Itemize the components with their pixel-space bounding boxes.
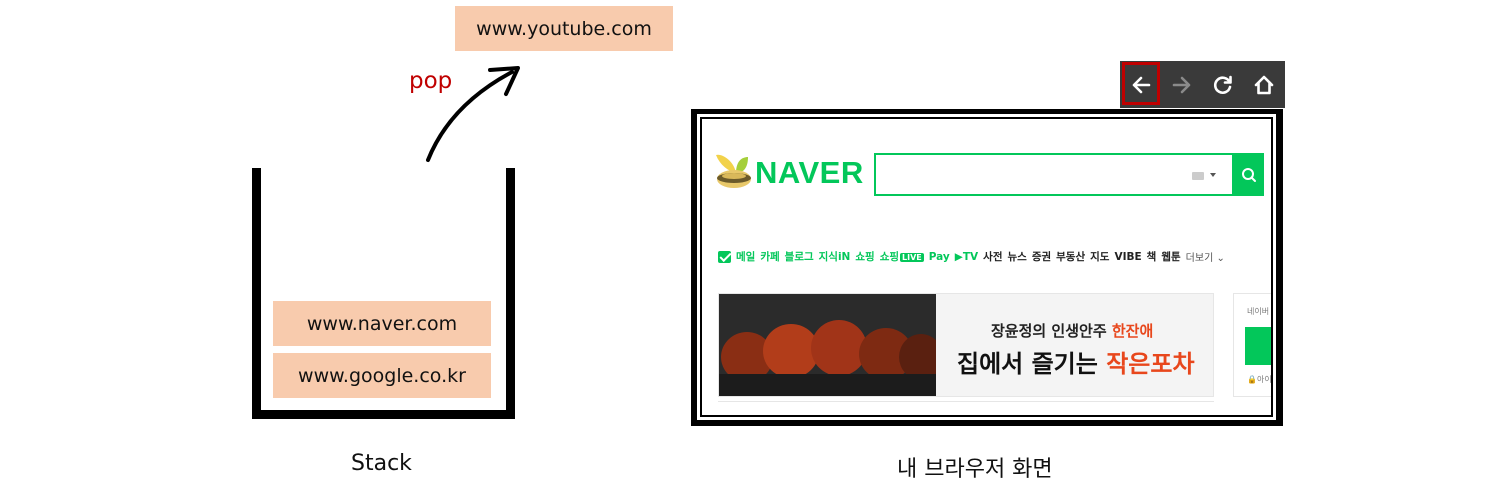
- stack-caption: Stack: [351, 451, 412, 476]
- nav-tv[interactable]: ▶TV: [954, 250, 979, 263]
- nav-mail[interactable]: 메일: [736, 251, 756, 263]
- nav-stock[interactable]: 증권: [1031, 251, 1052, 263]
- nav-blog[interactable]: 블로그: [784, 251, 814, 263]
- naver-search-button[interactable]: [1234, 153, 1264, 196]
- home-button[interactable]: [1243, 61, 1284, 108]
- nav-webtoon[interactable]: 웹툰: [1161, 251, 1181, 263]
- stack-item-naver: www.naver.com: [273, 301, 491, 346]
- banner-tagline: 집에서 즐기는 작은포차: [957, 344, 1195, 379]
- popped-url-box: www.youtube.com: [455, 6, 673, 51]
- banner-highlight: 작은포차: [1106, 350, 1195, 378]
- forward-button[interactable]: [1161, 61, 1202, 108]
- naver-logo[interactable]: NAVER: [755, 155, 864, 190]
- stack-item-google: www.google.co.kr: [273, 353, 491, 398]
- nav-more[interactable]: 더보기 ⌄: [1185, 253, 1225, 264]
- back-button-highlight: [1122, 62, 1160, 105]
- back-button[interactable]: [1120, 61, 1161, 108]
- refresh-button[interactable]: [1202, 61, 1243, 108]
- login-button[interactable]: [1245, 327, 1271, 365]
- banner-brand: 한잔애: [1111, 322, 1154, 340]
- login-sub-link[interactable]: 🔒아이: [1247, 374, 1272, 385]
- login-label: 네이버: [1247, 307, 1270, 316]
- nav-shopping-live-label: 쇼핑: [879, 251, 900, 263]
- caret-down-icon[interactable]: [1210, 173, 1216, 177]
- nav-kin[interactable]: 지식iN: [818, 251, 851, 263]
- mail-icon[interactable]: [718, 250, 731, 263]
- stack-bottom-wall: [252, 410, 515, 419]
- stack-left-wall: [252, 168, 261, 419]
- nav-map[interactable]: 지도: [1090, 251, 1110, 263]
- nav-shopping[interactable]: 쇼핑: [855, 251, 875, 263]
- content-divider: [718, 401, 1214, 415]
- search-icon: [1242, 167, 1256, 182]
- nav-cafe[interactable]: 카페: [760, 251, 780, 263]
- keyboard-icon[interactable]: [1192, 172, 1204, 180]
- pop-arrow: [426, 66, 520, 162]
- banner-food-image: [719, 294, 936, 396]
- pop-label: pop: [409, 68, 453, 94]
- refresh-icon: [1213, 75, 1232, 94]
- live-badge: LIVE: [900, 253, 924, 262]
- nav-dict[interactable]: 사전: [983, 251, 1003, 263]
- stack-right-wall: [506, 168, 515, 419]
- naver-search-input[interactable]: [874, 153, 1234, 196]
- banner-line2-text: 집에서 즐기는: [957, 350, 1107, 378]
- ad-banner[interactable]: 장윤정의 인생안주 한잔애 집에서 즐기는 작은포차: [718, 293, 1214, 397]
- login-sub-text: 아이: [1256, 375, 1272, 384]
- banner-name: 장윤정: [991, 322, 1033, 340]
- nav-vibe[interactable]: VIBE: [1114, 250, 1142, 263]
- nav-pay[interactable]: Pay: [928, 250, 950, 263]
- naver-logo-icon: [716, 154, 751, 188]
- login-panel: 네이버 🔒아이: [1233, 293, 1272, 397]
- banner-headline: 장윤정의 인생안주 한잔애: [991, 320, 1153, 341]
- forward-arrow-icon: [1172, 76, 1190, 93]
- home-icon: [1254, 75, 1273, 94]
- nav-book[interactable]: 책: [1146, 251, 1157, 263]
- lock-icon: 🔒: [1247, 375, 1257, 384]
- browser-caption: 내 브라우저 화면: [897, 457, 1053, 482]
- nav-news[interactable]: 뉴스: [1007, 251, 1027, 263]
- nav-realestate[interactable]: 부동산: [1056, 251, 1086, 263]
- browser-toolbar: [1120, 61, 1285, 108]
- back-arrow-icon: [1132, 76, 1150, 93]
- banner-line1-text: 의 인생안주: [1032, 322, 1112, 340]
